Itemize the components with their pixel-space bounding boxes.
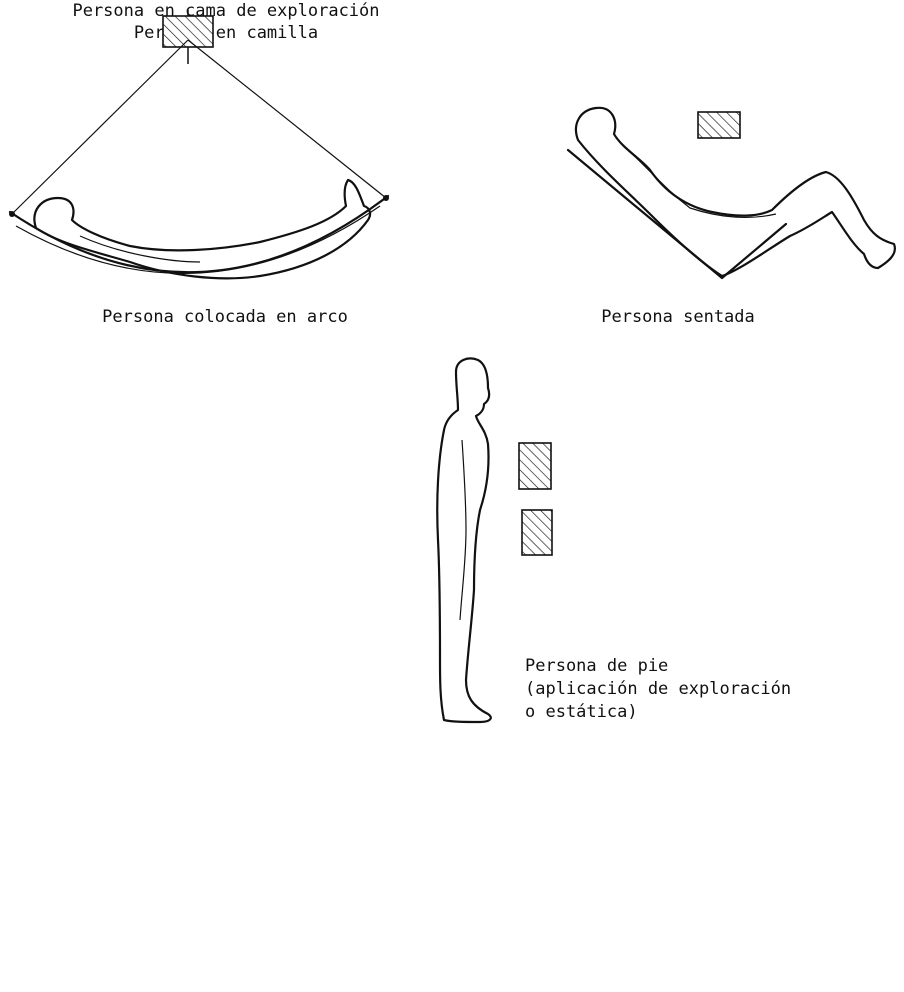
seated-configuration: [568, 108, 895, 278]
radius-line-right: [188, 40, 386, 198]
arc-end-left: [9, 211, 15, 217]
detector-icon: [519, 443, 551, 489]
arm-line: [630, 152, 776, 217]
person-figure: [437, 359, 491, 723]
arc-support: [10, 196, 388, 272]
caption-seated: Persona sentada: [452, 306, 904, 328]
arc-configuration: [9, 10, 389, 278]
caption-standing-line-2: (aplicación de exploración: [525, 678, 791, 700]
detector-icon: [163, 16, 213, 47]
caption-standing-line-3: o estática): [525, 701, 638, 723]
radius-line-left: [12, 40, 188, 214]
caption-standing-line-1: Persona de pie: [525, 655, 668, 677]
arm-line: [460, 440, 466, 620]
arm-line: [80, 236, 200, 262]
arc-end-right: [383, 195, 389, 201]
arc-support-inner: [16, 206, 380, 273]
person-figure: [34, 180, 370, 278]
detector-icon: [698, 112, 740, 138]
caption-arc: Persona colocada en arco: [0, 306, 450, 328]
detector-icon: [522, 510, 552, 555]
